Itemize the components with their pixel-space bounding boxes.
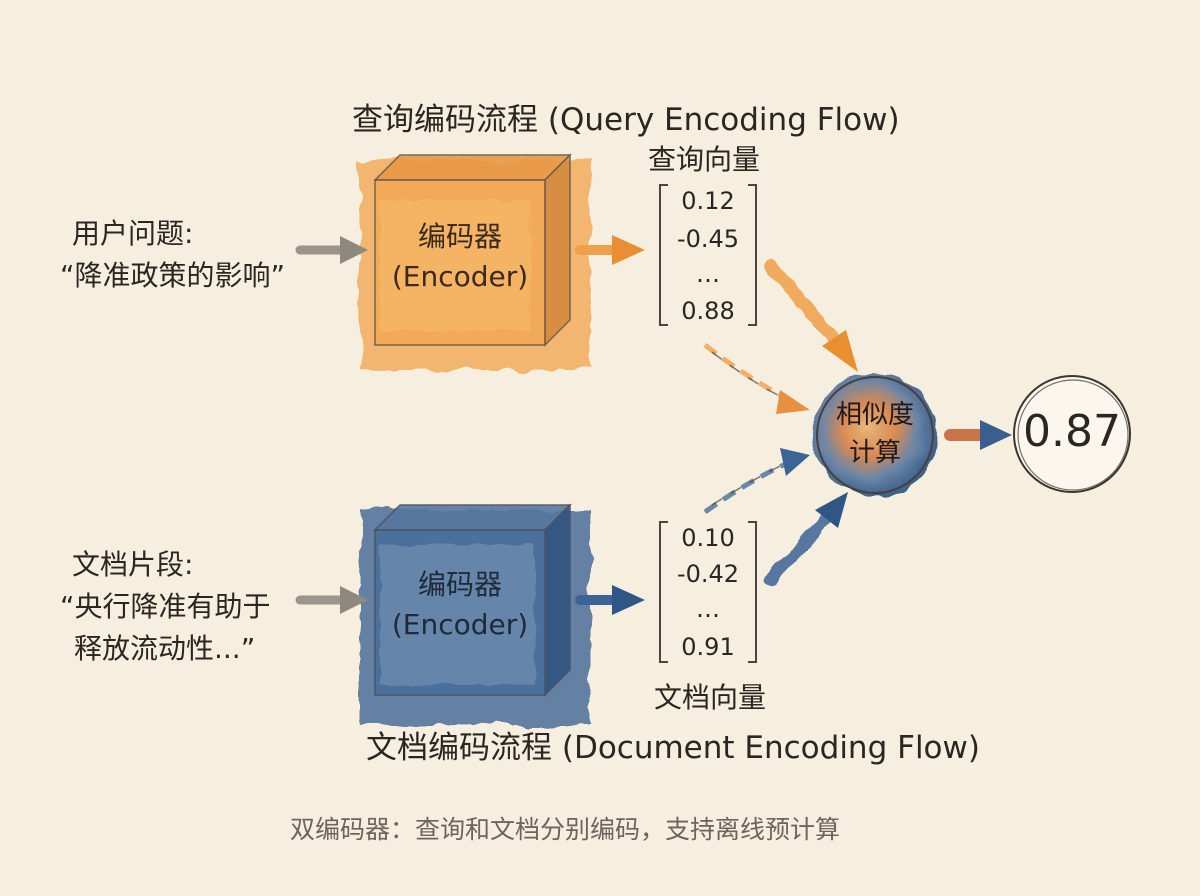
- query-encode-arrow: [575, 235, 645, 265]
- doc-dashed-arrow: [703, 448, 810, 515]
- query-input-arrow: [295, 236, 368, 264]
- query-input-label: 用户问题:: [72, 217, 194, 250]
- caption: 双编码器：查询和文档分别编码，支持离线预计算: [290, 815, 841, 844]
- doc-encode-arrow: [575, 585, 645, 615]
- doc-encoder-label: 编码器: [417, 568, 502, 601]
- doc-input-text-line2: 释放流动性...”: [74, 632, 256, 665]
- query-vector-title: 查询向量: [648, 143, 761, 176]
- similarity-sublabel: 计算: [848, 438, 901, 468]
- similarity-node: [813, 373, 937, 497]
- doc-encoder-sublabel: (Encoder): [391, 608, 529, 641]
- query-vector-value: …: [696, 260, 720, 288]
- query-vector-bracket: [659, 184, 757, 326]
- query-encoder-sublabel: (Encoder): [391, 260, 529, 293]
- query-vector-value: 0.12: [681, 187, 735, 215]
- doc-to-similarity-arrow: [764, 492, 848, 586]
- result-arrow: [944, 420, 1012, 450]
- similarity-label: 相似度: [835, 400, 914, 430]
- query-vector-value: 0.88: [681, 297, 735, 325]
- query-input-text: “降准政策的影响”: [60, 259, 286, 292]
- doc-vector-value: 0.10: [681, 524, 735, 552]
- result-value: 0.87: [1023, 406, 1121, 457]
- doc-input-arrow: [295, 586, 368, 614]
- query-encoder-label: 编码器: [417, 220, 502, 253]
- doc-vector-value: 0.91: [681, 633, 735, 661]
- query-flow-title: 查询编码流程 (Query Encoding Flow): [352, 102, 900, 138]
- doc-vector-title: 文档向量: [654, 681, 767, 714]
- doc-vector-bracket: [659, 521, 757, 663]
- doc-encoder-box: [360, 503, 590, 725]
- doc-vector-value: …: [696, 595, 720, 623]
- doc-vector-value: -0.42: [676, 560, 740, 588]
- query-to-similarity-arrow: [764, 259, 858, 372]
- result-circle: [1013, 375, 1131, 493]
- doc-input-text-line1: “央行降准有助于: [60, 590, 271, 623]
- query-vector-value: -0.45: [676, 225, 740, 253]
- query-encoder-box: [360, 153, 590, 370]
- query-dashed-arrow: [703, 343, 810, 414]
- doc-input-label: 文档片段:: [72, 548, 194, 581]
- doc-flow-title: 文档编码流程 (Document Encoding Flow): [366, 730, 980, 766]
